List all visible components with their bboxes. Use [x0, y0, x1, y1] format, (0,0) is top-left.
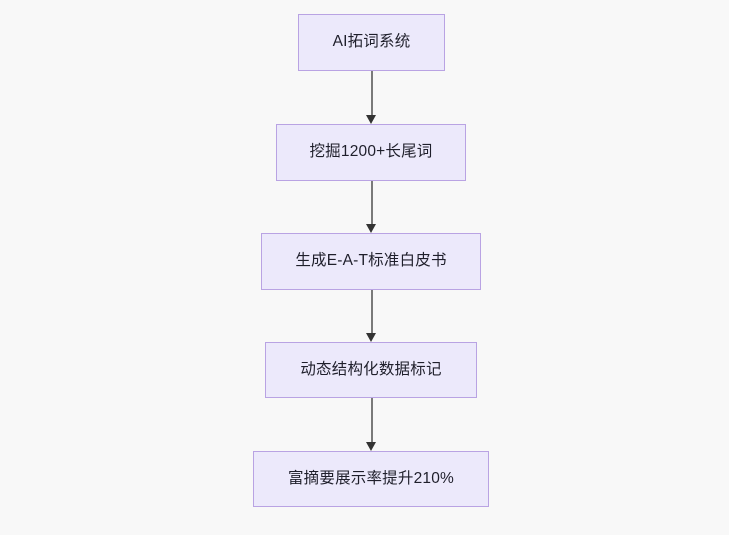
edge-line: [370, 181, 373, 224]
arrow-down-icon: [366, 115, 376, 124]
flow-node-generate-eat-whitepaper[interactable]: 生成E-A-T标准白皮书: [261, 233, 481, 290]
flow-node-mine-longtail-keywords[interactable]: 挖掘1200+长尾词: [276, 124, 466, 181]
flow-node-label: 富摘要展示率提升210%: [287, 469, 455, 487]
flow-node-label: AI拓词系统: [332, 33, 411, 51]
flow-node-label: 生成E-A-T标准白皮书: [295, 252, 447, 270]
flow-node-label: 动态结构化数据标记: [300, 360, 442, 378]
arrow-down-icon: [366, 333, 376, 342]
edge-line: [370, 290, 373, 333]
arrow-down-icon: [366, 442, 376, 451]
flow-node-rich-snippet-impression-uplift[interactable]: 富摘要展示率提升210%: [253, 451, 489, 507]
flow-node-label: 挖掘1200+长尾词: [309, 143, 433, 161]
arrow-down-icon: [366, 224, 376, 233]
flow-node-dynamic-structured-data-markup[interactable]: 动态结构化数据标记: [265, 342, 477, 398]
edge-line: [370, 71, 373, 115]
edge-line: [370, 398, 373, 442]
flow-node-ai-keyword-system[interactable]: AI拓词系统: [298, 14, 445, 71]
